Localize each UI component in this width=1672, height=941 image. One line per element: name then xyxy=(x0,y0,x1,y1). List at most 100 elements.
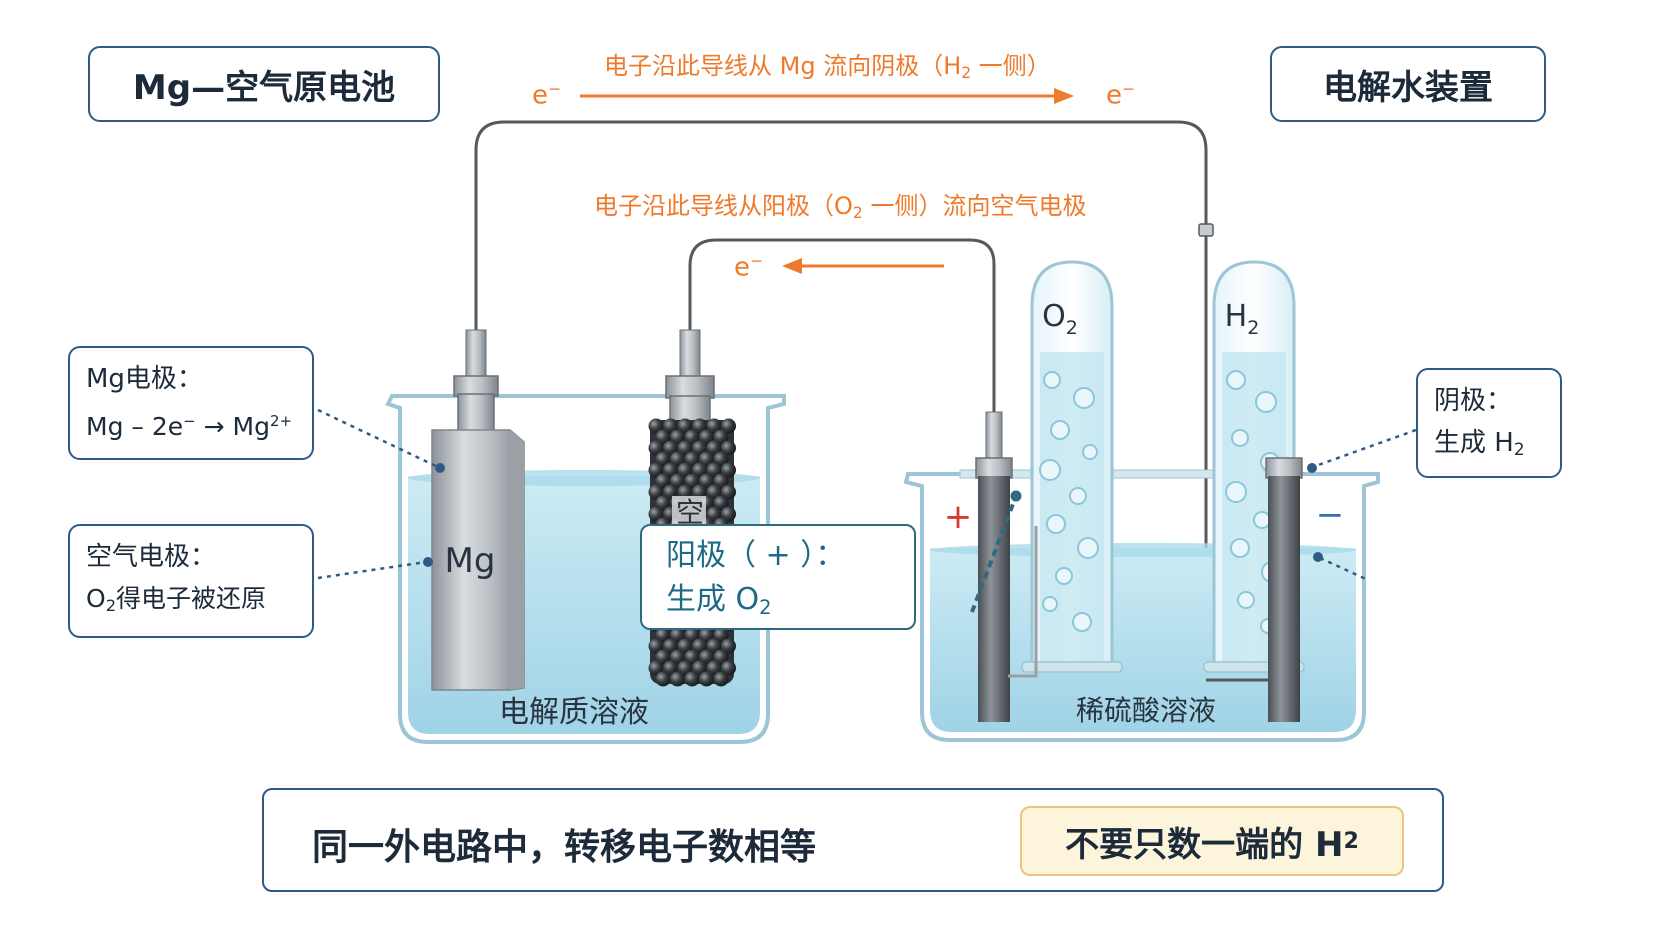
air-electrode-rod xyxy=(679,329,701,381)
carbon-pellet xyxy=(684,649,700,665)
carbon-pellet xyxy=(655,451,671,467)
minus-sign: − xyxy=(1316,495,1345,535)
gas-bubble xyxy=(1230,538,1250,558)
gas-bubble xyxy=(1055,567,1073,585)
carbon-pellet xyxy=(684,671,700,687)
carbon-pellet xyxy=(663,462,678,478)
carbon-pellet xyxy=(663,638,678,654)
carbon-pellet xyxy=(655,627,671,643)
carbon-pellet xyxy=(721,440,736,456)
right-beaker-glass xyxy=(903,472,1380,742)
carbon-pellet xyxy=(684,627,700,643)
carbon-pellet xyxy=(677,660,693,676)
gas-bubble xyxy=(1231,429,1249,447)
gas-bubble xyxy=(1072,612,1092,632)
carbon-pellet xyxy=(663,660,678,676)
carbon-pellet xyxy=(648,462,664,478)
carbon-pellet xyxy=(713,671,729,687)
leader-mg xyxy=(317,408,441,470)
carbon-pellet xyxy=(699,627,714,643)
carbon-pellet xyxy=(648,506,664,522)
carbon-pellet xyxy=(713,495,729,511)
cathode-callout-text: 生成 H2 xyxy=(1434,428,1525,460)
gas-bubble xyxy=(1082,444,1098,460)
carbon-pellet xyxy=(713,649,729,665)
carbon-pellet xyxy=(692,484,707,500)
carbon-pellet xyxy=(670,473,685,489)
gas-bubble xyxy=(1046,514,1066,534)
carbon-pellet xyxy=(648,638,664,654)
outer-wire xyxy=(474,120,1208,680)
carbon-pellet xyxy=(699,649,714,665)
carbon-pellet xyxy=(692,660,707,676)
carbon-pellet xyxy=(692,638,707,654)
carbon-pellet xyxy=(655,671,671,687)
gas-bubble xyxy=(1253,511,1271,529)
cathode-cap xyxy=(1265,457,1303,479)
carbon-pellet xyxy=(670,451,685,467)
carbon-pellet xyxy=(648,484,664,500)
mg-electrode-callout: Mg电极： Mg – 2e− → Mg2+ xyxy=(68,346,314,460)
carbon-pellet xyxy=(663,418,678,434)
carbon-pellet xyxy=(699,473,714,489)
battery-title-box: Mg—空气原电池 xyxy=(88,46,440,122)
carbon-pellet xyxy=(706,638,722,654)
air-electrode-label-1: 空 xyxy=(676,496,704,529)
gas-bubble xyxy=(1226,370,1246,390)
wire-clip xyxy=(1198,223,1214,237)
carbon-pellet xyxy=(721,462,736,478)
air-electrode-cap xyxy=(665,375,715,399)
mg-callout-equation: Mg – 2e− → Mg2+ xyxy=(86,412,293,441)
anode-callout-text: 生成 O2 xyxy=(666,582,772,619)
carbon-pellet xyxy=(648,418,664,434)
carbon-pellet xyxy=(677,484,693,500)
anode-callout-title: 阳极（ + ）： xyxy=(666,538,846,573)
carbon-pellet xyxy=(692,418,707,434)
battery-title: Mg—空气原电池 xyxy=(132,67,396,108)
carbon-pellet xyxy=(721,506,736,522)
carbon-pellet xyxy=(706,462,722,478)
carbon-pellet xyxy=(655,649,671,665)
carbon-pellet xyxy=(677,638,693,654)
right-beaker-label: 稀硫酸溶液 xyxy=(1076,694,1216,727)
carbon-pellet xyxy=(713,627,729,643)
carbon-pellet xyxy=(699,451,714,467)
inner-wire xyxy=(688,238,996,412)
cathode-callout: 阴极： 生成 H2 xyxy=(1416,368,1562,478)
carbon-pellet xyxy=(713,429,729,445)
gas-bubble xyxy=(1043,371,1061,389)
gas-bubble xyxy=(1073,387,1095,409)
carbon-pellet xyxy=(655,429,671,445)
carbon-pellet xyxy=(706,440,722,456)
carbon-pellet xyxy=(684,451,700,467)
gas-bubble xyxy=(1255,391,1277,413)
carbon-pellet xyxy=(706,484,722,500)
anode-body xyxy=(978,476,1010,722)
carbon-pellet xyxy=(677,440,693,456)
summary-statement: 同一外电路中，转移电子数相等 xyxy=(312,827,817,868)
gas-bubble xyxy=(1050,420,1070,440)
air-electrode-callout: 空气电极： O2得电子被还原 xyxy=(68,524,314,638)
leader-anode xyxy=(970,495,1018,613)
carbon-pellet xyxy=(721,660,736,676)
gas-bubble xyxy=(1069,487,1087,505)
carbon-pellet xyxy=(655,473,671,489)
inner-e: e− xyxy=(734,252,764,283)
top-e-left: e− xyxy=(532,80,562,111)
carbon-pellet xyxy=(713,451,729,467)
carbon-pellet xyxy=(699,671,714,687)
carbon-pellet xyxy=(684,473,700,489)
carbon-pellet xyxy=(670,649,685,665)
left-beaker-label: 电解质溶液 xyxy=(499,695,649,730)
carbon-pellet xyxy=(721,418,736,434)
anode-cap xyxy=(975,457,1013,479)
carbon-pellet xyxy=(699,429,714,445)
carbon-pellet xyxy=(655,495,671,511)
o2-tube-label: O2 xyxy=(1042,299,1078,339)
carbon-pellet xyxy=(713,473,729,489)
gas-bubble xyxy=(1077,537,1099,559)
air-callout-text: O2得电子被还原 xyxy=(86,584,267,616)
electrolyzer-title: 电解水装置 xyxy=(1323,67,1493,108)
leader-air xyxy=(317,560,427,580)
carbon-pellet xyxy=(670,429,685,445)
